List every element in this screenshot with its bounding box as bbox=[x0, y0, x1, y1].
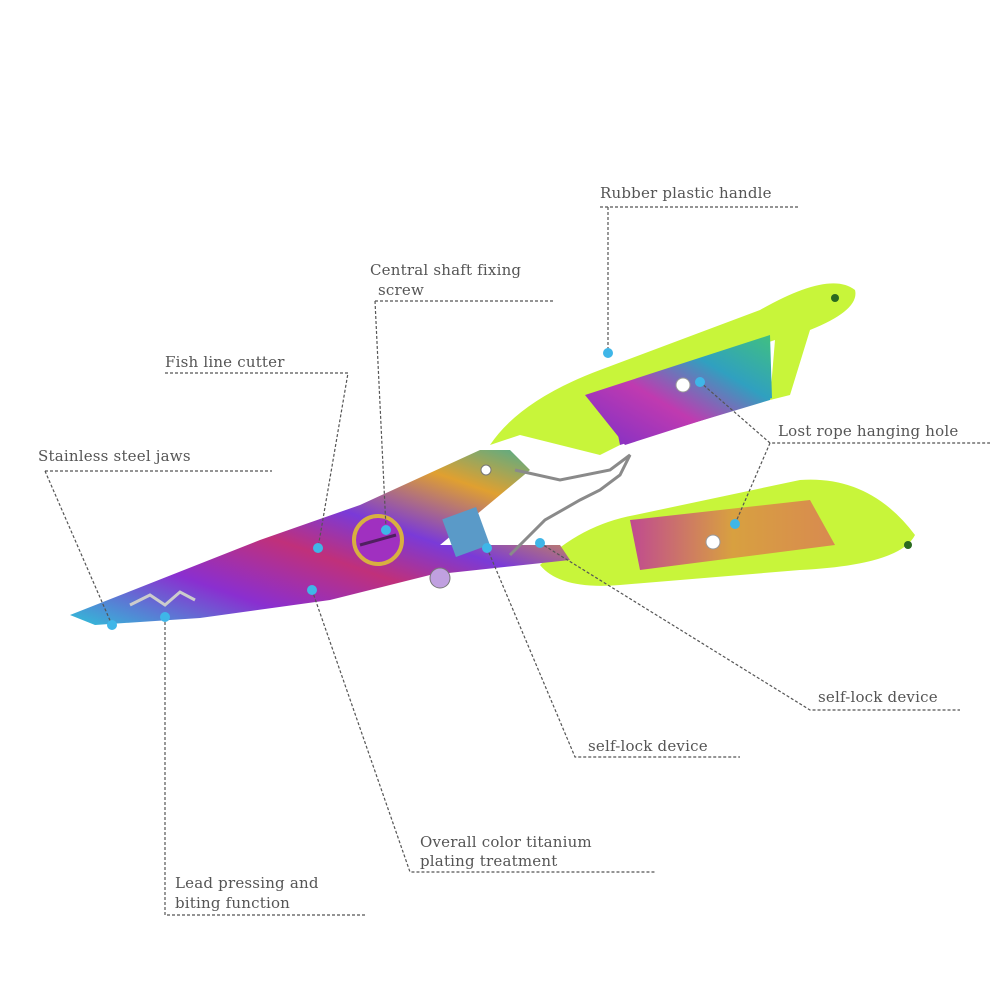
leader-lead bbox=[164, 617, 365, 916]
leader-cutter bbox=[165, 372, 349, 549]
label-handle: Rubber plastic handle bbox=[600, 184, 772, 202]
leader-lines bbox=[44, 206, 990, 916]
leader-handle bbox=[600, 206, 800, 353]
leader-jaws bbox=[44, 470, 272, 626]
dot-cutter bbox=[313, 543, 323, 553]
label-selflock-center: self-lock device bbox=[588, 737, 708, 755]
marker-dots bbox=[107, 348, 740, 630]
pliers-body bbox=[70, 450, 632, 625]
leader-selflock-right bbox=[539, 542, 960, 711]
label-lead-line2: biting function bbox=[175, 894, 291, 912]
leader-screw bbox=[374, 300, 555, 529]
dot-handle bbox=[603, 348, 613, 358]
leader-selflock-center bbox=[486, 547, 740, 758]
label-screw-line2: screw bbox=[378, 281, 424, 299]
upper-handle bbox=[490, 283, 856, 455]
dot-lead bbox=[160, 612, 170, 622]
label-lead-line1: Lead pressing and bbox=[175, 874, 319, 892]
label-selflock-right: self-lock device bbox=[818, 688, 938, 706]
dot-hole-upper bbox=[695, 377, 705, 387]
leader-plating bbox=[311, 589, 655, 873]
label-jaws: Stainless steel jaws bbox=[38, 447, 191, 465]
label-screw-line1: Central shaft fixing bbox=[370, 261, 522, 279]
dot-selflock-center bbox=[482, 543, 492, 553]
label-hole: Lost rope hanging hole bbox=[778, 422, 959, 440]
leader-hole bbox=[699, 381, 990, 525]
dot-plating bbox=[307, 585, 317, 595]
dot-screw bbox=[381, 525, 391, 535]
dot-selflock-right bbox=[535, 538, 545, 548]
dot-hole-lower bbox=[730, 519, 740, 529]
label-plating-line2: plating treatment bbox=[420, 852, 558, 870]
label-plating-line1: Overall color titanium bbox=[420, 833, 592, 851]
lower-handle bbox=[540, 479, 915, 586]
label-cutter: Fish line cutter bbox=[165, 353, 285, 371]
dot-jaws bbox=[107, 620, 117, 630]
